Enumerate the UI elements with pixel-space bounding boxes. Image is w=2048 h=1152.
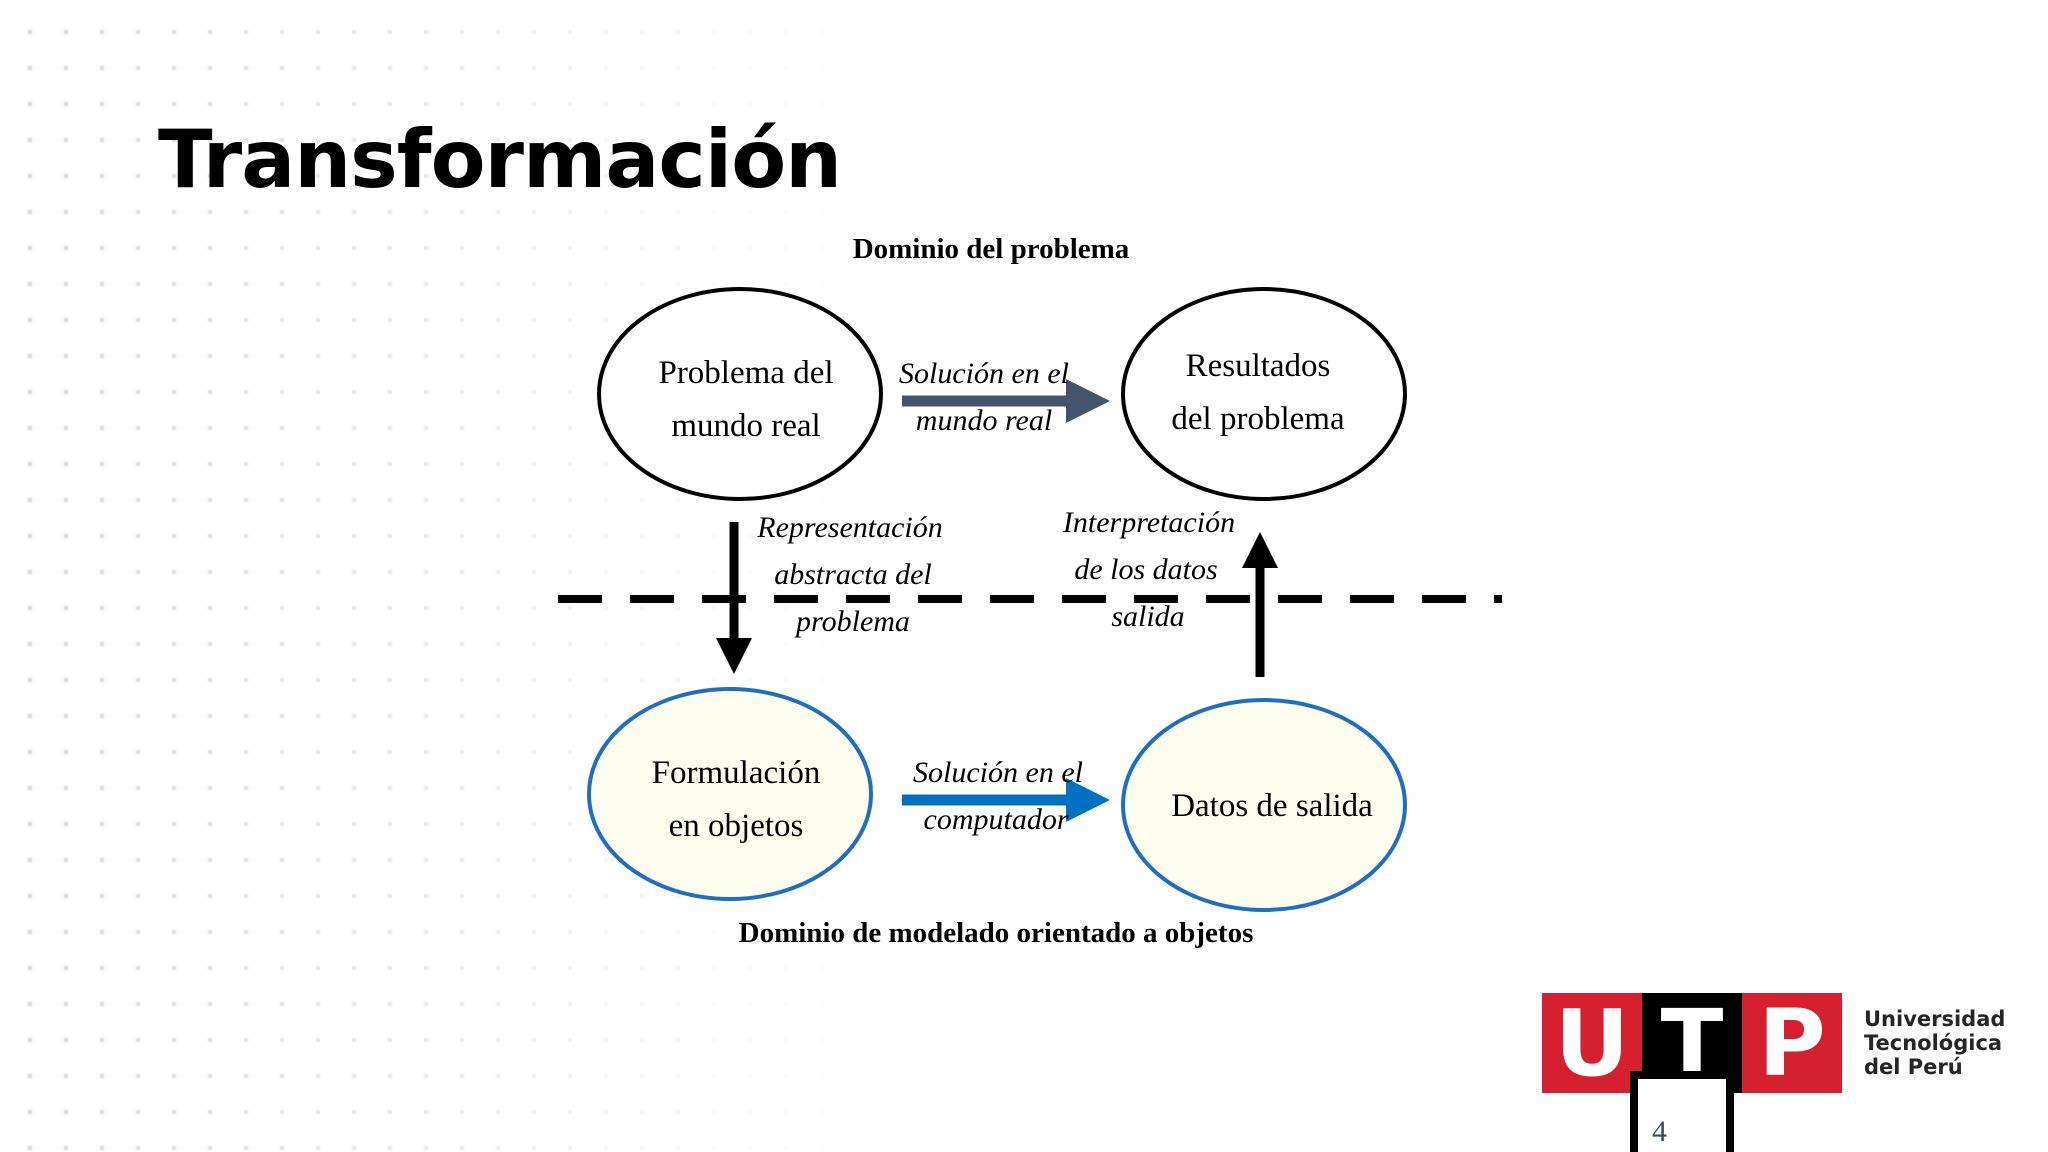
logo-letter-u: U bbox=[1542, 990, 1642, 1097]
edge-label-real-solution-line-2: mundo real bbox=[916, 404, 1052, 437]
edge-label-computer-solution-line-2: computador bbox=[924, 803, 1069, 836]
node-object-formulation: Formulación en objetos bbox=[587, 687, 873, 901]
node-object-formulation-line-1: Formulación bbox=[652, 755, 821, 791]
utp-logo: U T P Universidad Tecnológica del Perú bbox=[1542, 990, 2005, 1097]
top-domain-label: Dominio del problema bbox=[853, 233, 1130, 265]
logo-name-line-3: del Perú bbox=[1864, 1055, 1963, 1079]
node-output-data: Datos de salida bbox=[1121, 698, 1407, 912]
edge-label-computer-solution-line-1: Solución en el bbox=[913, 756, 1083, 789]
node-problem-results-line-1: Resultados bbox=[1186, 348, 1331, 384]
edge-label-data-interpretation-line-3: salida bbox=[1111, 600, 1184, 633]
node-real-problem-line-2: mundo real bbox=[671, 408, 820, 444]
logo-university-name: Universidad Tecnológica del Perú bbox=[1864, 1007, 2005, 1079]
logo-letter-p: P bbox=[1742, 990, 1842, 1097]
node-output-data-line-1: Datos de salida bbox=[1171, 788, 1373, 824]
edge-label-real-solution-line-1: Solución en el bbox=[899, 357, 1069, 390]
edge-label-data-interpretation-line-1: Interpretación bbox=[1062, 506, 1235, 539]
edge-label-computer-solution: Solución en el computador bbox=[913, 756, 1083, 836]
edge-label-data-interpretation-line-2: de los datos bbox=[1074, 553, 1217, 586]
edge-label-abstract-representation: Representación abstracta del problema bbox=[756, 511, 943, 638]
slide-title: Transformación bbox=[158, 113, 842, 206]
edge-label-data-interpretation: Interpretación de los datos salida bbox=[1062, 506, 1235, 633]
logo-name-line-2: Tecnológica bbox=[1864, 1031, 2003, 1055]
node-problem-results: Resultados del problema bbox=[1121, 287, 1407, 501]
node-real-problem: Problema del mundo real bbox=[597, 287, 883, 501]
edge-label-abstract-representation-line-1: Representación bbox=[756, 511, 943, 544]
edge-label-abstract-representation-line-3: problema bbox=[794, 605, 910, 638]
page-number: 4 bbox=[1652, 1115, 1667, 1148]
node-object-formulation-line-2: en objetos bbox=[669, 808, 804, 844]
bottom-domain-label: Dominio de modelado orientado a objetos bbox=[739, 917, 1254, 949]
edge-label-real-solution: Solución en el mundo real bbox=[899, 357, 1069, 437]
node-problem-results-line-2: del problema bbox=[1171, 401, 1345, 437]
logo-name-line-1: Universidad bbox=[1864, 1007, 2006, 1031]
edge-label-abstract-representation-line-2: abstracta del bbox=[774, 558, 932, 591]
node-real-problem-line-1: Problema del bbox=[658, 355, 833, 391]
page-number-box: 4 bbox=[1630, 1071, 1734, 1152]
